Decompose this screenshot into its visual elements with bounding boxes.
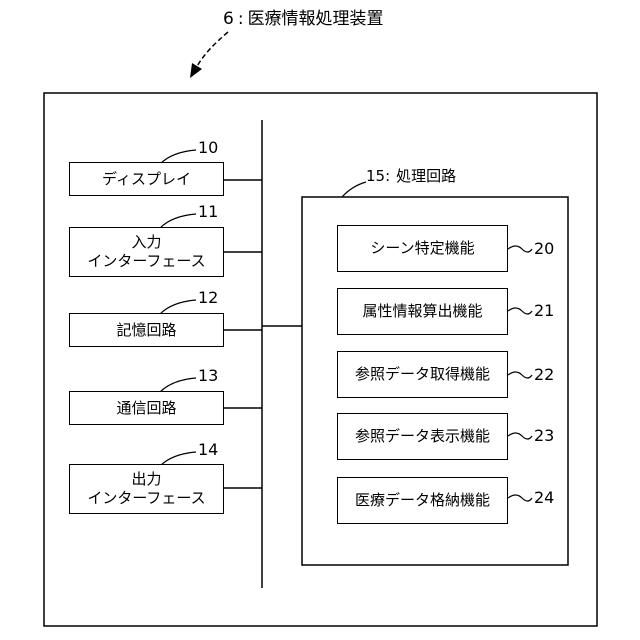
- input-interface-label-line1: 入力: [131, 233, 161, 252]
- device-title: 6:医療情報処理装置: [223, 11, 384, 28]
- processing-circuit-ref: 15: [366, 167, 385, 185]
- output-interface-label-line2: インターフェース: [87, 489, 205, 508]
- input-interface-box: 入力 インターフェース: [69, 227, 224, 277]
- output-interface-label-line1: 出力: [131, 470, 161, 489]
- leader-12: [160, 300, 196, 314]
- device-separator: :: [238, 9, 244, 29]
- ref-12: 12: [198, 290, 218, 306]
- device-name: 医療情報処理装置: [248, 9, 384, 29]
- ref-24: 24: [534, 490, 554, 506]
- device-pointer-arrowhead: [190, 63, 202, 78]
- leader-23: [508, 433, 532, 439]
- leader-22: [508, 372, 532, 378]
- communication-circuit-box: 通信回路: [69, 391, 224, 425]
- leader-13: [160, 378, 196, 392]
- leader-21: [508, 308, 532, 314]
- ref-23: 23: [534, 428, 554, 444]
- ref-14: 14: [198, 442, 218, 458]
- medical-data-storage-function-label: 医療データ格納機能: [355, 491, 490, 510]
- ref-20: 20: [534, 241, 554, 257]
- leader-11: [160, 214, 196, 228]
- leader-24: [508, 495, 532, 501]
- display-label: ディスプレイ: [102, 170, 191, 189]
- ref-11: 11: [198, 204, 218, 220]
- storage-circuit-box: 記憶回路: [69, 313, 224, 347]
- scene-identification-function-label: シーン特定機能: [370, 239, 474, 258]
- reference-data-acquisition-function-label: 参照データ取得機能: [355, 365, 490, 384]
- medical-data-storage-function-box: 医療データ格納機能: [337, 477, 508, 524]
- attribute-calculation-function-label: 属性情報算出機能: [362, 302, 482, 321]
- device-pointer-arrow: [196, 32, 228, 68]
- processing-circuit-name: 処理回路: [396, 167, 456, 185]
- ref-22: 22: [534, 367, 554, 383]
- reference-data-display-function-box: 参照データ表示機能: [337, 413, 508, 460]
- storage-circuit-label: 記憶回路: [116, 321, 176, 340]
- output-interface-box: 出力 インターフェース: [69, 464, 224, 514]
- processing-circuit-label: 15: 処理回路: [366, 169, 456, 184]
- input-interface-label-line2: インターフェース: [87, 252, 205, 271]
- leader-20: [508, 246, 532, 252]
- communication-circuit-label: 通信回路: [116, 399, 176, 418]
- ref-10: 10: [198, 140, 218, 156]
- reference-data-acquisition-function-box: 参照データ取得機能: [337, 351, 508, 398]
- ref-13: 13: [198, 368, 218, 384]
- display-box: ディスプレイ: [69, 162, 224, 196]
- ref-21: 21: [534, 303, 554, 319]
- reference-data-display-function-label: 参照データ表示機能: [355, 427, 490, 446]
- leader-15: [342, 182, 366, 197]
- device-ref: 6: [223, 9, 234, 29]
- attribute-calculation-function-box: 属性情報算出機能: [337, 288, 508, 335]
- scene-identification-function-box: シーン特定機能: [337, 225, 508, 272]
- processing-circuit-separator: :: [385, 167, 390, 185]
